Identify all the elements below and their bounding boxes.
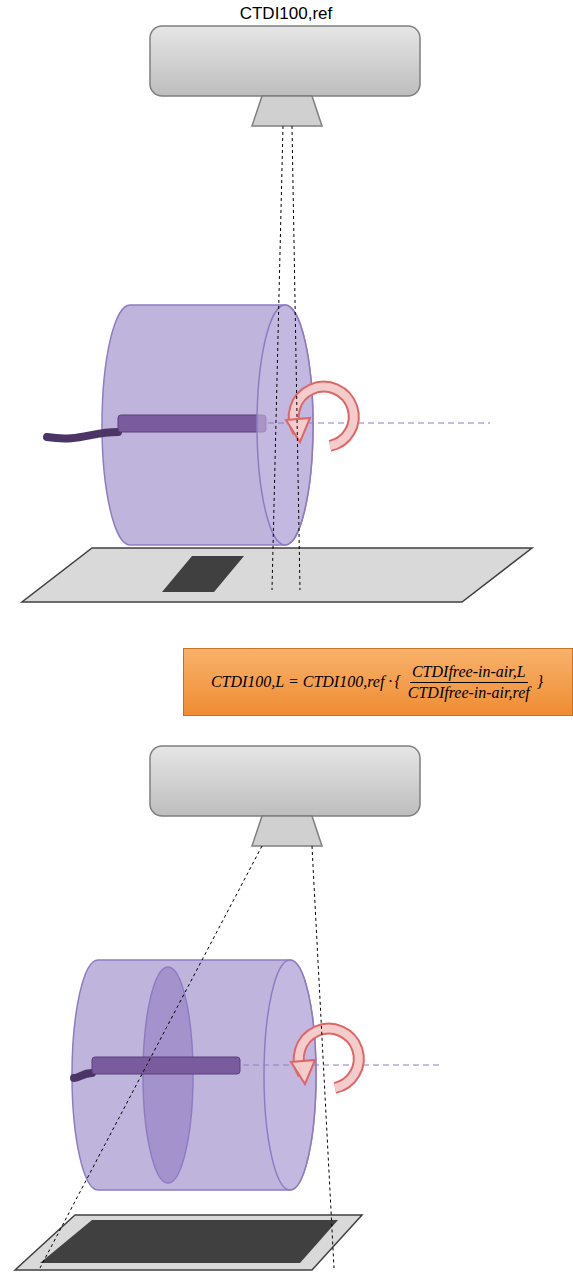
probe-cable [74, 1073, 92, 1078]
fraction: CTDIfree-in-air,LCTDIfree-in-air,ref [406, 663, 532, 702]
detector-strip [162, 556, 244, 592]
pencil-chamber [118, 415, 266, 432]
x-ray-tube [150, 746, 420, 816]
phantom-face [257, 305, 313, 545]
brace: } [537, 673, 543, 691]
phantom-cylinder [102, 305, 313, 545]
formula-text: CTDI100,L = CTDI100,ref · [211, 673, 393, 691]
top-scene [22, 26, 532, 602]
formula-box: CTDI100,L = CTDI100,ref ·{ CTDIfree-in-ai… [183, 648, 573, 716]
detector-plate [15, 1215, 362, 1270]
pencil-chamber [92, 1057, 240, 1074]
rotation-arrow [291, 1029, 359, 1088]
beam-edge [312, 846, 334, 1268]
bottom-scene [15, 746, 440, 1270]
beam-edge [272, 126, 283, 590]
probe-cable [47, 432, 118, 438]
denominator: CTDIfree-in-air,ref [406, 683, 532, 702]
beam-edge [292, 126, 300, 590]
x-ray-tube [150, 26, 420, 96]
irradiated-slab [143, 967, 193, 1183]
collimator [252, 96, 322, 126]
collimator [252, 816, 322, 846]
brace: { [394, 673, 400, 691]
detector-strip [40, 1220, 338, 1263]
rotation-axis [243, 1064, 440, 1065]
scan-label: CTDI100,ref [240, 4, 333, 24]
numerator: CTDIfree-in-air,L [410, 663, 528, 683]
beam-edge [40, 846, 262, 1268]
detector-plate [22, 548, 532, 602]
phantom-cylinder [72, 960, 316, 1190]
rotation-arrow [286, 387, 354, 446]
phantom-face [264, 960, 316, 1190]
